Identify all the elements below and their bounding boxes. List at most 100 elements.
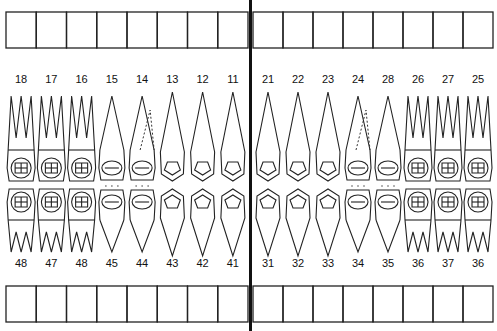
chart-box xyxy=(403,286,433,322)
tooth-number: 43 xyxy=(159,257,185,270)
chart-box xyxy=(188,12,218,48)
tooth-number: 48 xyxy=(8,257,34,270)
chart-box xyxy=(343,12,373,48)
tooth-number: 26 xyxy=(405,73,431,86)
chart-box xyxy=(6,286,36,322)
chart-box xyxy=(373,286,403,322)
chart-box xyxy=(127,286,157,322)
tooth xyxy=(404,189,432,252)
tooth-number: 21 xyxy=(255,73,281,86)
chart-box xyxy=(36,12,66,48)
tooth-number: 23 xyxy=(315,73,341,86)
tooth-number: 16 xyxy=(69,73,95,86)
tooth xyxy=(191,92,215,181)
tooth xyxy=(191,189,215,256)
tooth-number: 42 xyxy=(190,257,216,270)
tooth-number: 27 xyxy=(435,73,461,86)
tooth xyxy=(464,96,492,181)
tooth-number: 44 xyxy=(129,257,155,270)
chart-box xyxy=(97,12,127,48)
dot-mark xyxy=(381,185,383,187)
tooth xyxy=(37,189,65,252)
tooth-number: 28 xyxy=(375,73,401,86)
chart-box xyxy=(97,286,127,322)
midline xyxy=(249,0,252,331)
tooth-number: 24 xyxy=(345,73,371,86)
tooth-number: 13 xyxy=(159,73,185,86)
dot-mark xyxy=(141,185,143,187)
dot-mark xyxy=(363,185,365,187)
tooth xyxy=(345,190,371,252)
tooth xyxy=(221,92,245,181)
tooth xyxy=(404,96,432,181)
chart-box xyxy=(433,286,463,322)
dot-mark xyxy=(357,185,359,187)
chart-box xyxy=(253,286,283,322)
tooth xyxy=(68,189,96,252)
dot-mark xyxy=(117,185,119,187)
tooth-number: 18 xyxy=(8,73,34,86)
chart-box xyxy=(157,12,187,48)
tooth-number: 22 xyxy=(285,73,311,86)
chart-box xyxy=(253,12,283,48)
tooth xyxy=(129,190,155,252)
tooth-number: 35 xyxy=(375,257,401,270)
tooth xyxy=(68,96,96,181)
tooth-number: 34 xyxy=(345,257,371,270)
tooth xyxy=(286,92,310,181)
tooth-number: 25 xyxy=(465,73,491,86)
tooth xyxy=(160,189,184,256)
dotted-mark xyxy=(140,110,154,150)
dot-mark xyxy=(147,185,149,187)
chart-box xyxy=(283,286,313,322)
chart-box xyxy=(343,286,373,322)
tooth xyxy=(7,96,35,181)
tooth xyxy=(256,92,280,181)
chart-box xyxy=(218,286,248,322)
chart-box xyxy=(313,286,343,322)
dot-mark xyxy=(387,185,389,187)
tooth xyxy=(160,92,184,181)
tooth xyxy=(99,190,125,252)
chart-box xyxy=(373,12,403,48)
tooth xyxy=(7,189,35,252)
dot-mark xyxy=(351,185,353,187)
tooth xyxy=(345,96,371,180)
tooth xyxy=(286,189,310,256)
tooth-number: 36 xyxy=(405,257,431,270)
tooth xyxy=(99,96,125,180)
tooth xyxy=(221,189,245,256)
dot-mark xyxy=(111,185,113,187)
tooth xyxy=(256,189,280,256)
chart-box xyxy=(463,286,493,322)
tooth-number: 14 xyxy=(129,73,155,86)
chart-box xyxy=(433,12,463,48)
dotted-mark xyxy=(356,110,370,150)
tooth-number: 31 xyxy=(255,257,281,270)
chart-box xyxy=(188,286,218,322)
tooth-number: 11 xyxy=(220,73,246,86)
dot-mark xyxy=(393,185,395,187)
tooth xyxy=(316,92,340,181)
tooth xyxy=(316,189,340,256)
tooth-number: 15 xyxy=(99,73,125,86)
chart-box xyxy=(403,12,433,48)
chart-box xyxy=(218,12,248,48)
chart-box xyxy=(67,12,97,48)
tooth xyxy=(129,96,155,180)
tooth-number: 32 xyxy=(285,257,311,270)
tooth xyxy=(434,96,462,181)
tooth xyxy=(375,190,401,252)
tooth-number: 48 xyxy=(69,257,95,270)
chart-box xyxy=(36,286,66,322)
tooth-number: 17 xyxy=(38,73,64,86)
tooth xyxy=(434,189,462,252)
chart-box xyxy=(157,286,187,322)
tooth-number: 33 xyxy=(315,257,341,270)
tooth-number: 37 xyxy=(435,257,461,270)
chart-box xyxy=(283,12,313,48)
tooth xyxy=(464,189,492,252)
dot-mark xyxy=(135,185,137,187)
